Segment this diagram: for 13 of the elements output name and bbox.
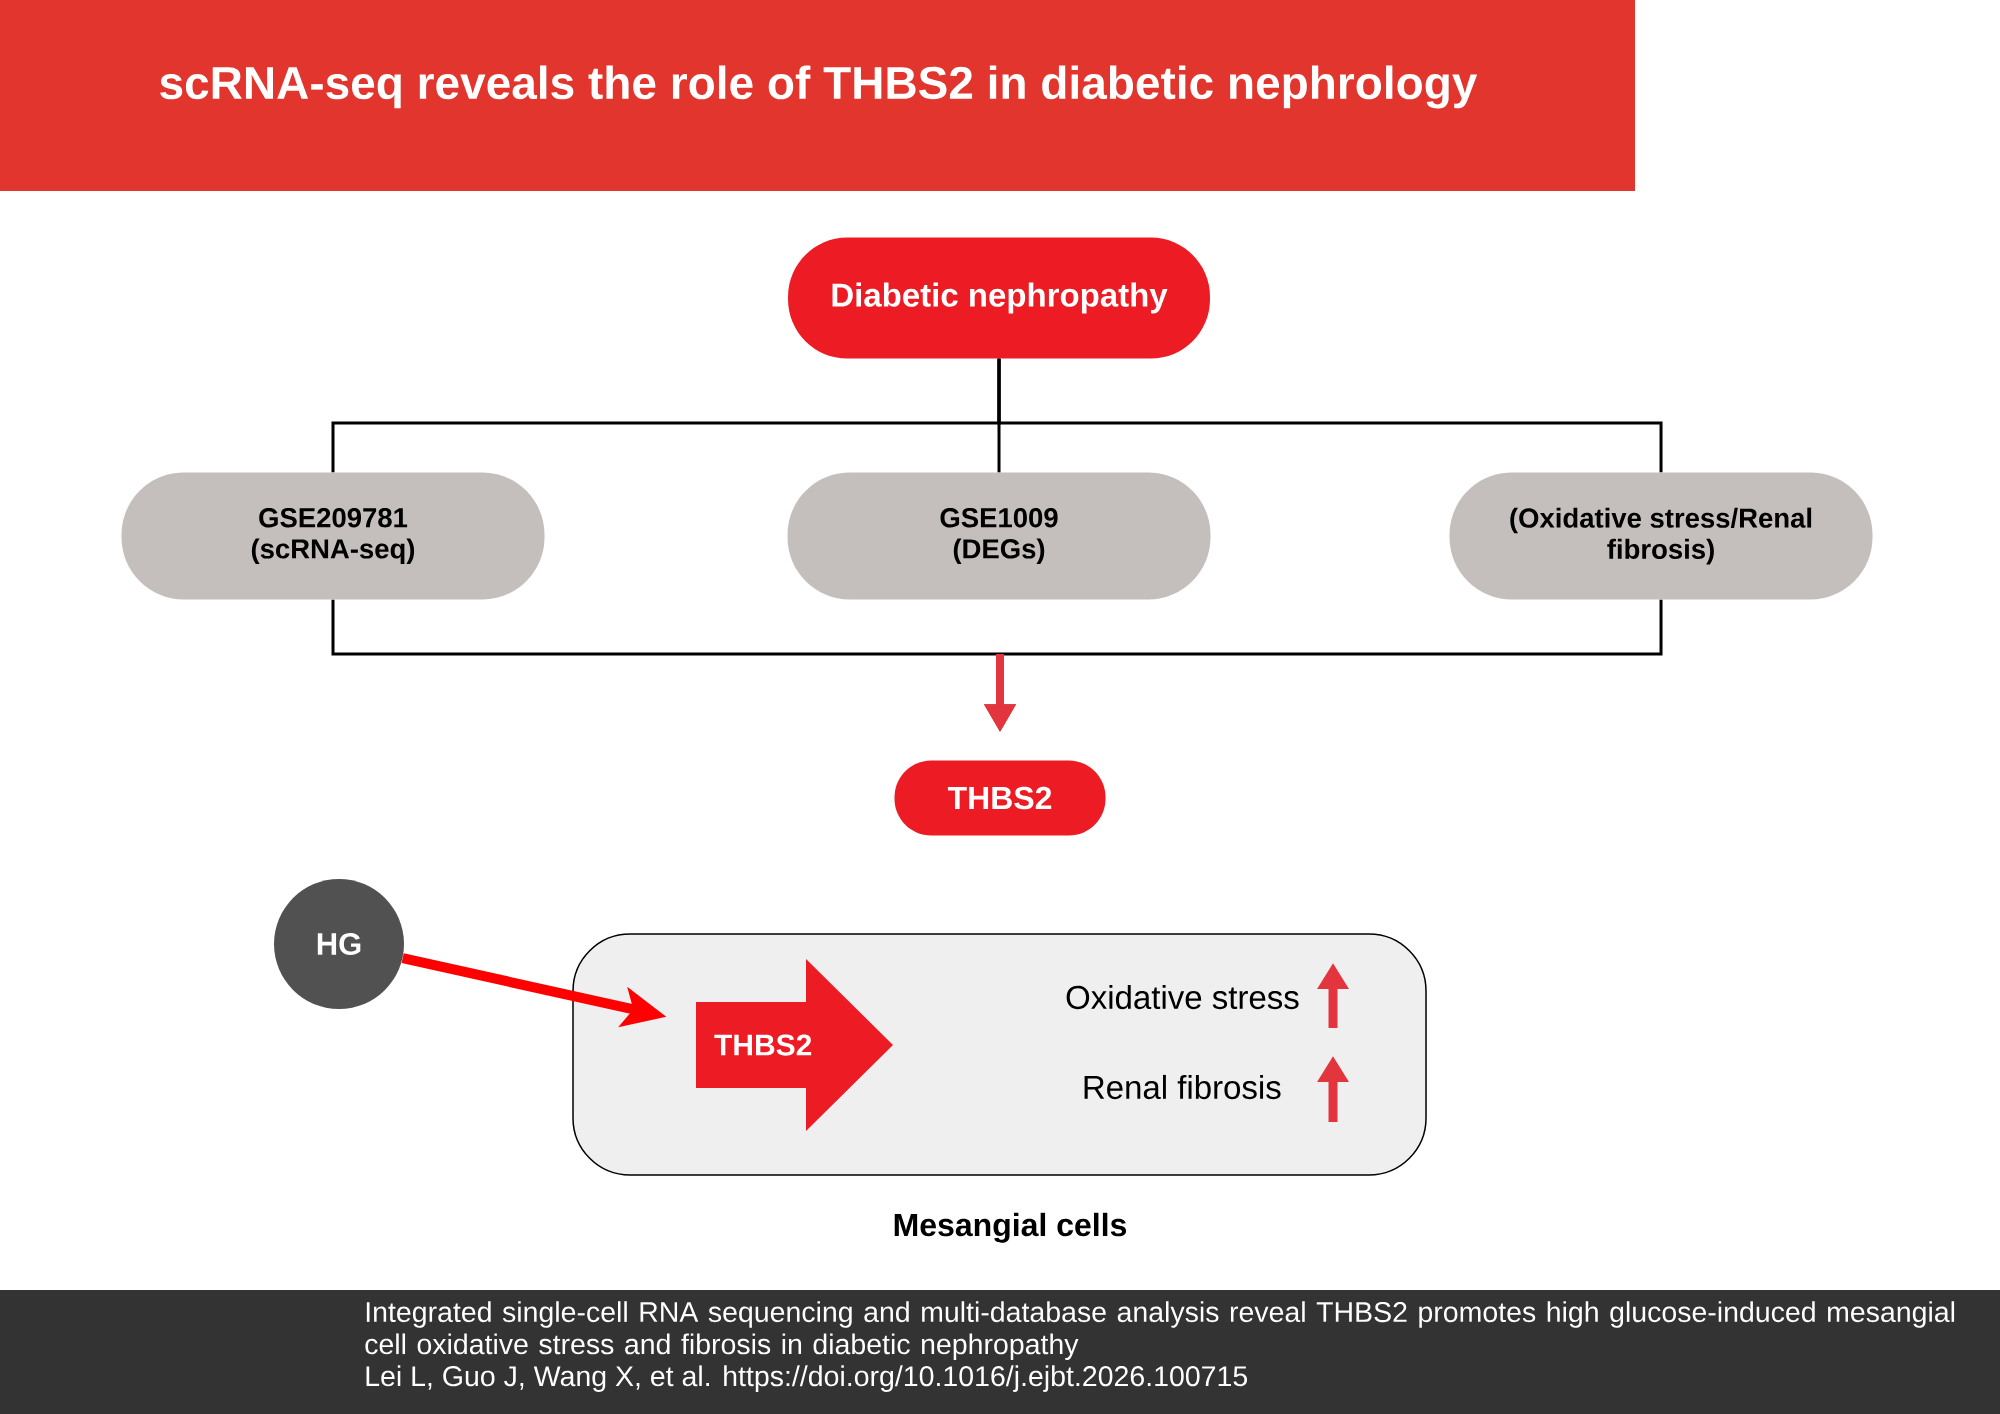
rounded-box: Diabetic nephropathy [788, 237, 1210, 359]
citation-text: Lei L, Guo J, Wang X, et al. https://doi.org/10.1016/j.ejbt.2026.100715 [366, 1365, 1247, 1392]
citation-title: Integrated single-cell RNA sequencing and multi-database analysis reveal THBS2 promotes high glucose-induced mesangial cell oxidative stress and fibrosis in diabetic nephropathy [365, 1301, 1955, 1360]
title-banner: scRNA-seq reveals the role of THBS2 in diabetic nephrology [0, 0, 1635, 191]
text-label: Renal fibrosis [1084, 1074, 1281, 1100]
rounded-box: GSE1009 (DEGs) [787, 472, 1211, 600]
panel-caption: Mesangial cells [894, 1212, 1127, 1243]
circle-node: HG [274, 879, 404, 1009]
rounded-box: THBS2 [894, 760, 1106, 836]
connector [997, 358, 1663, 473]
text-label: Oxidative stress [1066, 984, 1299, 1010]
rounded-box: (Oxidative stress/Renal fibrosis) [1449, 472, 1873, 600]
rounded-box: GSE209781 (scRNA-seq) [121, 472, 545, 600]
